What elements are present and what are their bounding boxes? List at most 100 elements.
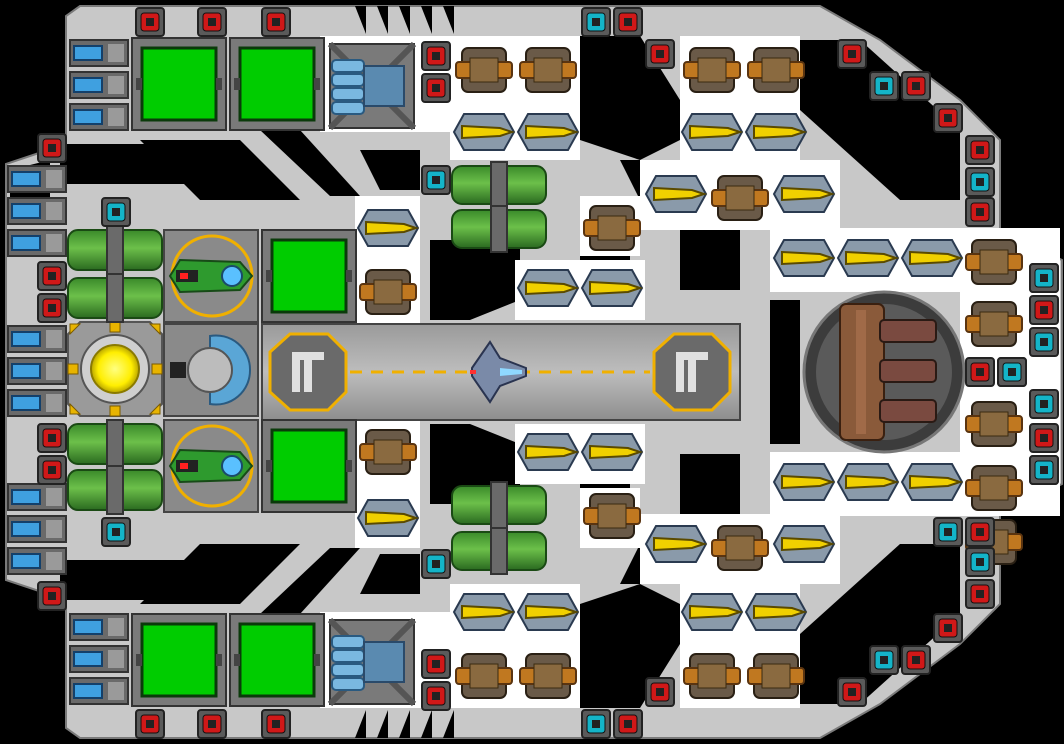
cyan-energy-cell[interactable] bbox=[965, 547, 995, 577]
red-energy-cell[interactable] bbox=[197, 7, 227, 37]
cyan-energy-cell[interactable] bbox=[101, 517, 131, 547]
storage-block[interactable] bbox=[131, 613, 227, 707]
autocannon[interactable] bbox=[965, 239, 1023, 285]
missile-launcher[interactable] bbox=[772, 175, 836, 213]
thruster-nozzle[interactable] bbox=[7, 389, 67, 417]
missile-launcher[interactable] bbox=[356, 499, 420, 537]
storage-block[interactable] bbox=[261, 419, 357, 513]
autocannon[interactable] bbox=[711, 525, 769, 571]
ion-engine[interactable] bbox=[327, 617, 417, 707]
autocannon[interactable] bbox=[965, 301, 1023, 347]
cyan-energy-cell[interactable] bbox=[421, 549, 451, 579]
missile-launcher[interactable] bbox=[772, 525, 836, 563]
red-energy-cell[interactable] bbox=[965, 517, 995, 547]
red-energy-cell[interactable] bbox=[965, 357, 995, 387]
red-energy-cell[interactable] bbox=[613, 7, 643, 37]
missile-launcher[interactable] bbox=[516, 433, 580, 471]
missile-launcher[interactable] bbox=[644, 525, 708, 563]
red-energy-cell[interactable] bbox=[965, 579, 995, 609]
thruster-nozzle[interactable] bbox=[7, 483, 67, 511]
generator-module[interactable] bbox=[163, 323, 259, 417]
cyan-energy-cell[interactable] bbox=[965, 167, 995, 197]
missile-launcher[interactable] bbox=[516, 593, 580, 631]
missile-launcher[interactable] bbox=[644, 175, 708, 213]
red-energy-cell[interactable] bbox=[421, 41, 451, 71]
autocannon[interactable] bbox=[519, 47, 577, 93]
red-energy-cell[interactable] bbox=[613, 709, 643, 739]
autocannon[interactable] bbox=[359, 429, 417, 475]
missile-launcher[interactable] bbox=[900, 239, 964, 277]
red-energy-cell[interactable] bbox=[261, 7, 291, 37]
thruster-nozzle[interactable] bbox=[7, 357, 67, 385]
autocannon[interactable] bbox=[683, 47, 741, 93]
thruster-nozzle[interactable] bbox=[69, 71, 129, 99]
triple-barrel-cannon-icon[interactable] bbox=[802, 290, 966, 454]
red-energy-cell[interactable] bbox=[197, 709, 227, 739]
thruster-nozzle[interactable] bbox=[7, 515, 67, 543]
cyan-energy-cell[interactable] bbox=[1029, 455, 1059, 485]
storage-block[interactable] bbox=[261, 229, 357, 323]
landing-pad-icon[interactable] bbox=[652, 332, 732, 412]
thruster-nozzle[interactable] bbox=[69, 677, 129, 705]
autocannon[interactable] bbox=[965, 401, 1023, 447]
autocannon[interactable] bbox=[359, 269, 417, 315]
missile-launcher[interactable] bbox=[516, 269, 580, 307]
thruster-nozzle[interactable] bbox=[7, 325, 67, 353]
fighter-icon[interactable] bbox=[470, 340, 527, 404]
red-energy-cell[interactable] bbox=[645, 39, 675, 69]
fuel-tank[interactable] bbox=[451, 161, 547, 209]
missile-launcher[interactable] bbox=[452, 593, 516, 631]
red-energy-cell[interactable] bbox=[645, 677, 675, 707]
cyan-energy-cell[interactable] bbox=[581, 709, 611, 739]
autocannon[interactable] bbox=[683, 653, 741, 699]
fuel-tank[interactable] bbox=[67, 225, 163, 275]
thruster-nozzle[interactable] bbox=[7, 229, 67, 257]
cyan-energy-cell[interactable] bbox=[869, 645, 899, 675]
cyan-energy-cell[interactable] bbox=[421, 165, 451, 195]
storage-block[interactable] bbox=[229, 613, 325, 707]
missile-launcher[interactable] bbox=[580, 269, 644, 307]
red-energy-cell[interactable] bbox=[37, 423, 67, 453]
red-energy-cell[interactable] bbox=[901, 645, 931, 675]
missile-launcher[interactable] bbox=[836, 239, 900, 277]
plasma-turret-bottom[interactable] bbox=[163, 419, 259, 513]
reactor-core-icon[interactable] bbox=[67, 321, 163, 417]
autocannon[interactable] bbox=[455, 653, 513, 699]
red-energy-cell[interactable] bbox=[37, 293, 67, 323]
thruster-nozzle[interactable] bbox=[69, 39, 129, 67]
missile-launcher[interactable] bbox=[744, 593, 808, 631]
autocannon[interactable] bbox=[711, 175, 769, 221]
missile-launcher[interactable] bbox=[580, 433, 644, 471]
autocannon[interactable] bbox=[519, 653, 577, 699]
thruster-nozzle[interactable] bbox=[7, 547, 67, 575]
cyan-energy-cell[interactable] bbox=[581, 7, 611, 37]
autocannon[interactable] bbox=[747, 653, 805, 699]
red-energy-cell[interactable] bbox=[837, 39, 867, 69]
red-energy-cell[interactable] bbox=[1029, 295, 1059, 325]
autocannon[interactable] bbox=[455, 47, 513, 93]
missile-launcher[interactable] bbox=[836, 463, 900, 501]
fuel-tank[interactable] bbox=[67, 465, 163, 515]
missile-launcher[interactable] bbox=[680, 113, 744, 151]
storage-block[interactable] bbox=[131, 37, 227, 131]
red-energy-cell[interactable] bbox=[965, 197, 995, 227]
plasma-turret-top[interactable] bbox=[163, 229, 259, 323]
missile-launcher[interactable] bbox=[452, 113, 516, 151]
red-energy-cell[interactable] bbox=[837, 677, 867, 707]
red-energy-cell[interactable] bbox=[1029, 423, 1059, 453]
cyan-energy-cell[interactable] bbox=[933, 517, 963, 547]
red-energy-cell[interactable] bbox=[37, 455, 67, 485]
fuel-tank[interactable] bbox=[451, 205, 547, 253]
ion-engine[interactable] bbox=[327, 41, 417, 131]
autocannon[interactable] bbox=[747, 47, 805, 93]
autocannon[interactable] bbox=[965, 465, 1023, 511]
red-energy-cell[interactable] bbox=[421, 73, 451, 103]
red-energy-cell[interactable] bbox=[37, 261, 67, 291]
missile-launcher[interactable] bbox=[772, 239, 836, 277]
cyan-energy-cell[interactable] bbox=[869, 71, 899, 101]
red-energy-cell[interactable] bbox=[261, 709, 291, 739]
missile-launcher[interactable] bbox=[772, 463, 836, 501]
cyan-energy-cell[interactable] bbox=[1029, 389, 1059, 419]
missile-launcher[interactable] bbox=[744, 113, 808, 151]
missile-launcher[interactable] bbox=[900, 463, 964, 501]
